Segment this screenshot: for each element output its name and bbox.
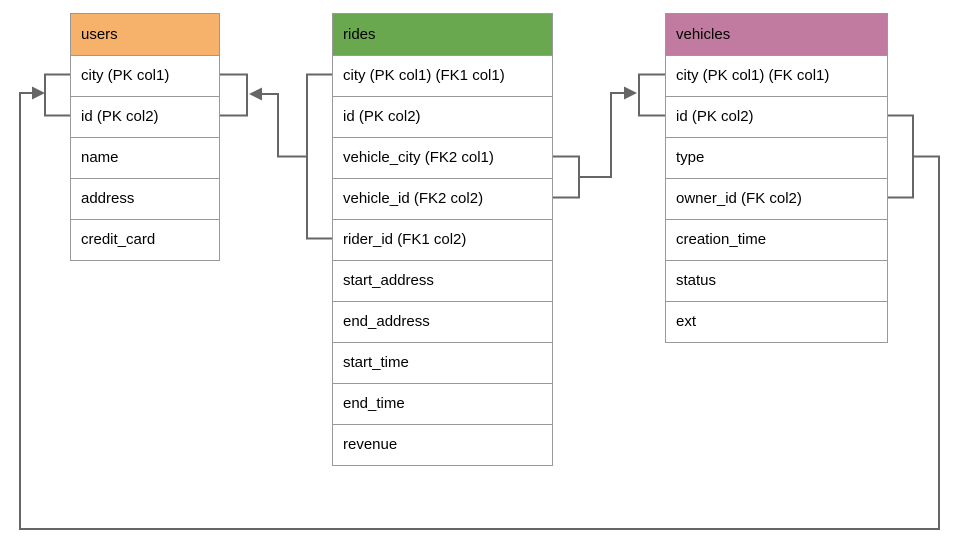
fk1-users-target-bracket [220,73,248,117]
table-vehicles-column-creation-time: creation_time [666,219,887,260]
fk2-rides-source-bracket [553,155,580,199]
table-rides-column-city: city (PK col1) (FK1 col1) [333,55,552,96]
table-rides-column-rider-id: rider_id (FK1 col2) [333,219,552,260]
table-users-column-id: id (PK col2) [71,96,219,137]
table-vehicles-column-type: type [666,137,887,178]
table-users-column-name: name [71,137,219,178]
fk3-users-target-bracket [44,73,70,117]
table-rides-column-end-time: end_time [333,383,552,424]
fk2-connector-line [579,92,624,178]
table-rides-column-start-time: start_time [333,342,552,383]
table-users-header: users [71,14,219,55]
table-users-column-city: city (PK col1) [71,55,219,96]
table-vehicles: vehicles city (PK col1) (FK col1) id (PK… [665,13,888,343]
fk1-rides-source-bracket [306,73,332,240]
table-rides: rides city (PK col1) (FK1 col1) id (PK c… [332,13,553,466]
table-rides-column-start-address: start_address [333,260,552,301]
fk1-connector-line [262,93,307,158]
table-users-column-address: address [71,178,219,219]
table-vehicles-column-city: city (PK col1) (FK col1) [666,55,887,96]
table-rides-column-vehicle-id: vehicle_id (FK2 col2) [333,178,552,219]
table-users: users city (PK col1) id (PK col2) name a… [70,13,220,261]
table-vehicles-column-owner-id: owner_id (FK col2) [666,178,887,219]
fk2-arrowhead-icon [624,86,637,100]
table-vehicles-header: vehicles [666,14,887,55]
table-vehicles-column-status: status [666,260,887,301]
fk3-vehicles-source-bracket [888,114,914,199]
fk3-connector-line [19,92,940,530]
table-rides-column-end-address: end_address [333,301,552,342]
table-users-column-credit-card: credit_card [71,219,219,260]
table-rides-column-vehicle-city: vehicle_city (FK2 col1) [333,137,552,178]
fk3-arrowhead-icon [32,86,45,100]
table-rides-column-id: id (PK col2) [333,96,552,137]
table-rides-column-revenue: revenue [333,424,552,465]
fk2-vehicles-target-bracket [638,73,665,117]
fk1-arrowhead-icon [249,87,262,101]
table-vehicles-column-id: id (PK col2) [666,96,887,137]
table-vehicles-column-ext: ext [666,301,887,342]
table-rides-header: rides [333,14,552,55]
